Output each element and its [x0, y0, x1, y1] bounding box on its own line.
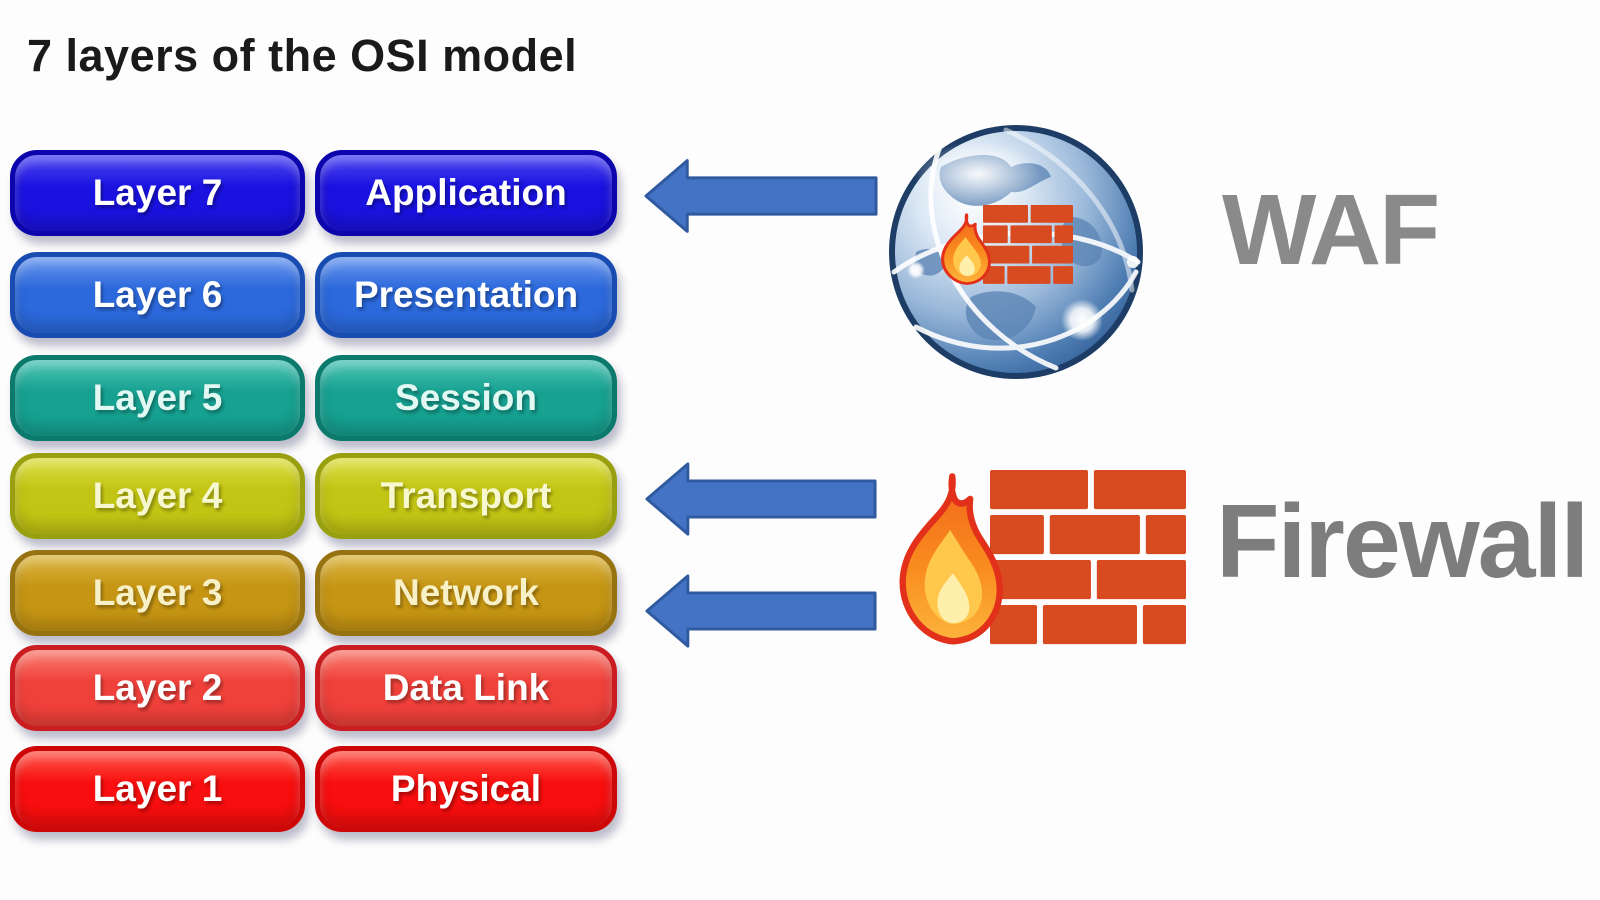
pill-layer-2: Layer 2	[10, 645, 305, 731]
pill-layer-5: Layer 5	[10, 355, 305, 441]
layer-number-label: Layer 2	[92, 667, 223, 708]
layer-name-label: Session	[395, 377, 537, 418]
flame-icon	[899, 473, 1003, 645]
pill-presentation: Presentation	[315, 252, 617, 338]
flame-icon	[941, 213, 991, 285]
pill-physical: Physical	[315, 746, 617, 832]
left-arrow-firewall-to-network-icon	[645, 574, 877, 648]
pill-layer-7: Layer 7	[10, 150, 305, 236]
brick-wall-icon	[983, 205, 1073, 284]
layer-number-label: Layer 1	[92, 768, 223, 809]
pill-transport: Transport	[315, 453, 617, 539]
layer-number-label: Layer 4	[92, 475, 223, 516]
pill-network: Network	[315, 550, 617, 636]
pill-layer-4: Layer 4	[10, 453, 305, 539]
osi-layer-row-6: Layer 6 Presentation	[0, 252, 660, 338]
layer-number-label: Layer 3	[92, 572, 223, 613]
layer-number-label: Layer 7	[92, 172, 223, 213]
osi-layer-row-7: Layer 7 Application	[0, 150, 660, 236]
waf-globe-icon	[886, 122, 1146, 382]
pill-layer-6: Layer 6	[10, 252, 305, 338]
layer-name-label: Network	[393, 572, 539, 613]
osi-layer-row-4: Layer 4 Transport	[0, 453, 660, 539]
layer-name-label: Data Link	[382, 667, 550, 708]
pill-layer-3: Layer 3	[10, 550, 305, 636]
waf-label: WAF	[1222, 174, 1440, 286]
osi-layer-row-3: Layer 3 Network	[0, 550, 660, 636]
pill-layer-1: Layer 1	[10, 746, 305, 832]
layer-name-label: Application	[365, 172, 567, 213]
layer-name-label: Presentation	[353, 274, 579, 315]
page-title: 7 layers of the OSI model	[27, 30, 578, 81]
firewall-icon	[885, 462, 1190, 658]
osi-layer-row-5: Layer 5 Session	[0, 355, 660, 441]
pill-application: Application	[315, 150, 617, 236]
layer-name-label: Physical	[390, 768, 542, 809]
left-arrow-waf-to-application-icon	[644, 159, 878, 233]
osi-layer-row-2: Layer 2 Data Link	[0, 645, 660, 731]
osi-layer-row-1: Layer 1 Physical	[0, 746, 660, 832]
brick-wall-icon	[990, 470, 1186, 645]
layer-number-label: Layer 6	[92, 274, 223, 315]
pill-session: Session	[315, 355, 617, 441]
layer-name-label: Transport	[380, 475, 552, 516]
layer-number-label: Layer 5	[92, 377, 223, 418]
left-arrow-firewall-to-transport-icon	[645, 462, 877, 536]
firewall-label: Firewall	[1216, 484, 1589, 600]
pill-data-link: Data Link	[315, 645, 617, 731]
